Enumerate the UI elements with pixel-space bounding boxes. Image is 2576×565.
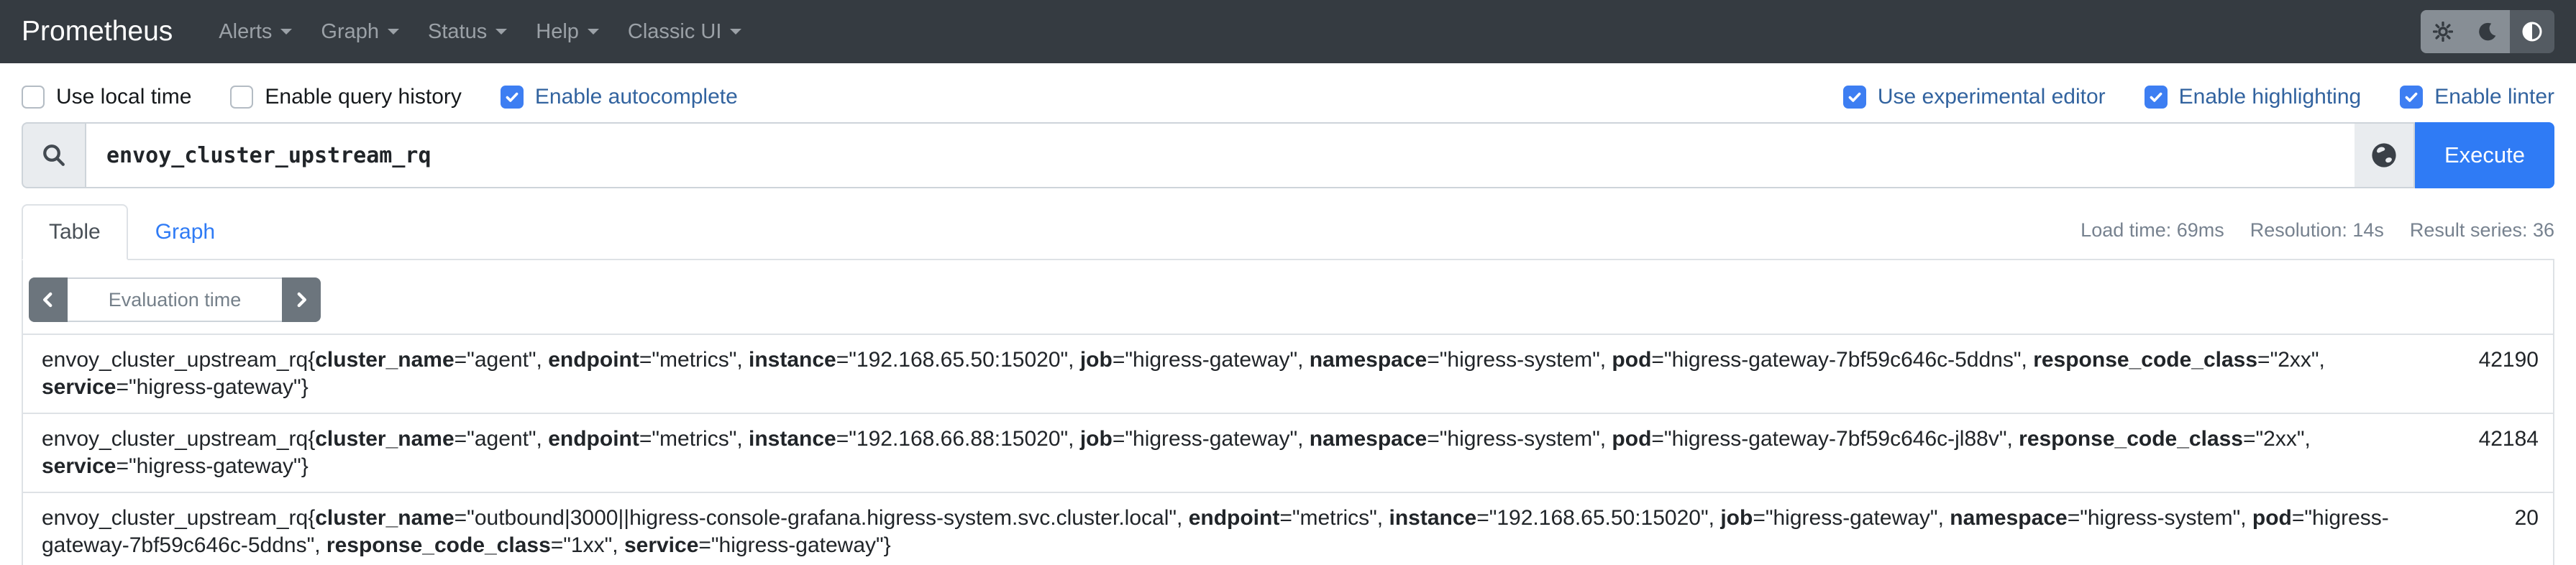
series-value: 20 (2514, 506, 2539, 530)
query-input[interactable] (85, 122, 2355, 188)
theme-auto-button[interactable] (2510, 10, 2554, 53)
series-expression: envoy_cluster_upstream_rq{cluster_name="… (42, 506, 2389, 557)
execute-button[interactable]: Execute (2415, 122, 2554, 188)
tabs: Table Graph (22, 204, 242, 260)
checkbox-enable-linter[interactable]: Enable linter (2400, 85, 2554, 109)
query-stats: Load time: 69ms Resolution: 14s Result s… (2081, 219, 2554, 259)
checkbox-label[interactable]: Enable linter (2434, 85, 2554, 109)
caret-down-icon (495, 29, 508, 40)
evaluation-time-input[interactable] (68, 277, 282, 322)
theme-light-button[interactable] (2421, 10, 2465, 53)
table-row: envoy_cluster_upstream_rq{cluster_name="… (23, 334, 2553, 413)
evaluation-time-control (29, 277, 321, 322)
moon-icon (2479, 22, 2496, 41)
series-value: 42190 (2478, 348, 2539, 372)
navbar-item-status[interactable]: Status (414, 20, 521, 44)
checkbox-box[interactable] (230, 86, 254, 109)
table-panel: envoy_cluster_upstream_rq{cluster_name="… (22, 260, 2554, 565)
series-expression: envoy_cluster_upstream_rq{cluster_name="… (42, 427, 2311, 478)
theme-dark-button[interactable] (2465, 10, 2510, 53)
sun-icon (2433, 22, 2453, 42)
checkbox-use-local-time[interactable]: Use local time (22, 85, 191, 109)
table-row: envoy_cluster_upstream_rq{cluster_name="… (23, 413, 2553, 492)
result-series: Result series: 36 (2409, 219, 2554, 241)
circle-half-icon (2522, 22, 2542, 42)
checkbox-enable-highlighting[interactable]: Enable highlighting (2144, 85, 2362, 109)
globe-icon (2372, 143, 2396, 167)
navbar-item-graph[interactable]: Graph (306, 20, 414, 44)
results-table-body: envoy_cluster_upstream_rq{cluster_name="… (23, 334, 2553, 565)
query-bar: Execute (22, 122, 2554, 188)
series-expression: envoy_cluster_upstream_rq{cluster_name="… (42, 348, 2325, 399)
metrics-explorer-button[interactable] (2355, 122, 2415, 188)
checkbox-enable-autocomplete[interactable]: Enable autocomplete (500, 85, 738, 109)
brand-prometheus[interactable]: Prometheus (22, 16, 173, 47)
checkbox-label[interactable]: Enable highlighting (2178, 85, 2362, 109)
options-right: Use experimental editor Enable highlight… (1842, 85, 2554, 109)
resolution: Resolution: 14s (2250, 219, 2384, 241)
navbar-item-help[interactable]: Help (521, 20, 613, 44)
navbar-item-classic-ui[interactable]: Classic UI (613, 20, 757, 44)
results-table: envoy_cluster_upstream_rq{cluster_name="… (23, 334, 2553, 565)
options-left: Use local time Enable query history Enab… (22, 85, 738, 109)
check-icon (506, 92, 519, 102)
checkbox-box[interactable] (2144, 86, 2168, 109)
checkbox-label[interactable]: Use local time (56, 85, 192, 109)
caret-down-icon (587, 29, 599, 40)
checkbox-box[interactable] (500, 86, 524, 109)
navbar-item-alerts[interactable]: Alerts (204, 20, 306, 44)
navbar-items: Alerts Graph Status Help Classic UI (204, 20, 756, 44)
check-icon (2405, 92, 2418, 102)
chevron-left-icon (43, 292, 52, 308)
options-bar: Use local time Enable query history Enab… (0, 63, 2576, 122)
tab-graph[interactable]: Graph (155, 220, 216, 244)
caret-down-icon (730, 29, 742, 40)
search-icon-box (22, 122, 85, 188)
checkbox-label[interactable]: Enable query history (265, 85, 462, 109)
tab-table[interactable]: Table (22, 204, 128, 260)
checkbox-box[interactable] (1842, 86, 1866, 109)
checkbox-enable-query-history[interactable]: Enable query history (230, 85, 462, 109)
search-icon (43, 144, 65, 166)
theme-toggle (2421, 10, 2554, 53)
check-icon (2150, 92, 2162, 102)
evaluation-time-next-button[interactable] (282, 277, 321, 322)
checkbox-label[interactable]: Use experimental editor (1877, 85, 2106, 109)
checkbox-use-experimental-editor[interactable]: Use experimental editor (1842, 85, 2106, 109)
series-value: 42184 (2478, 427, 2539, 451)
tabs-bar: Table Graph Load time: 69ms Resolution: … (22, 204, 2554, 260)
checkbox-box[interactable] (2400, 86, 2424, 109)
caret-down-icon (280, 29, 293, 40)
chevron-right-icon (297, 292, 306, 308)
load-time: Load time: 69ms (2081, 219, 2224, 241)
checkbox-box[interactable] (22, 86, 45, 109)
caret-down-icon (388, 29, 400, 40)
check-icon (1848, 92, 1861, 102)
evaluation-time-prev-button[interactable] (29, 277, 68, 322)
checkbox-label[interactable]: Enable autocomplete (534, 85, 738, 109)
navbar: Prometheus Alerts Graph Status Help Clas… (0, 0, 2576, 63)
table-row: envoy_cluster_upstream_rq{cluster_name="… (23, 492, 2553, 565)
